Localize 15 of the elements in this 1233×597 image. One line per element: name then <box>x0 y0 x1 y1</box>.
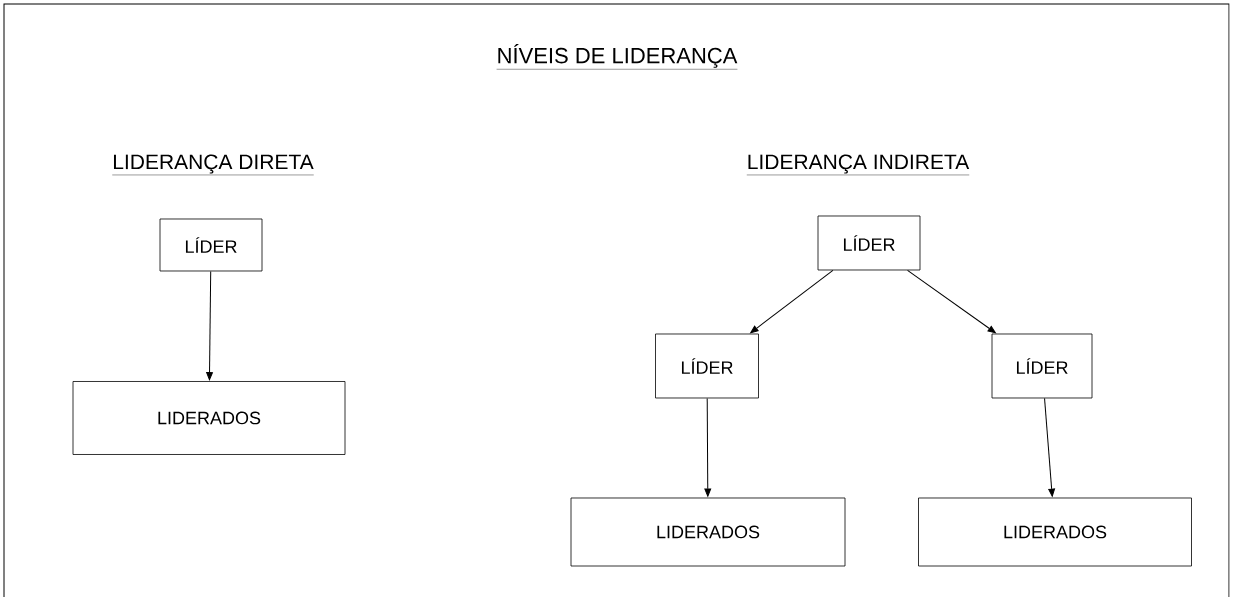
arrow <box>206 270 213 381</box>
arrow <box>704 397 712 497</box>
title: NÍVEIS DE LIDERANÇA <box>496 44 738 70</box>
text-box: LIDERADOS <box>918 497 1192 567</box>
text-box: LÍDER <box>991 333 1093 399</box>
text-box: LIDERADOS <box>570 497 846 567</box>
arrow <box>750 269 834 334</box>
text-box: LÍDER <box>655 333 759 399</box>
arrow <box>907 269 996 334</box>
text-box: LIDERADOS <box>72 381 346 455</box>
text-box: LÍDER <box>817 215 921 271</box>
heading: LIDERANÇA INDIRETA <box>746 154 970 176</box>
text-box: LÍDER <box>159 218 263 272</box>
arrow <box>1044 397 1056 497</box>
heading: LIDERANÇA DIRETA <box>112 154 314 176</box>
